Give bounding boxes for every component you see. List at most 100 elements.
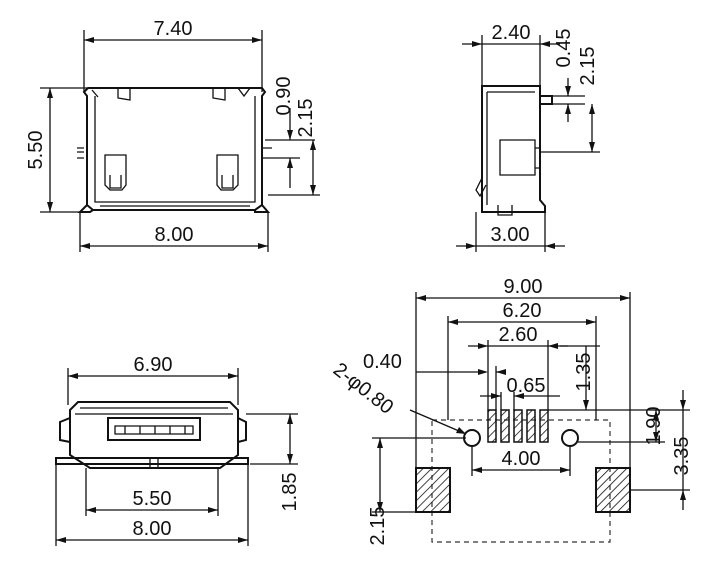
top-notch-left — [91, 89, 99, 98]
side-dim-width-top: 2.40 — [492, 22, 531, 44]
dim-right-b: 2.15 — [295, 99, 317, 138]
side-latch-window — [499, 139, 536, 176]
hole-leader-line — [409, 409, 467, 435]
arrowhead — [491, 393, 501, 399]
arrowhead — [84, 37, 94, 43]
arrowhead — [448, 319, 458, 325]
pin-5 — [539, 409, 549, 443]
front-contacts — [124, 426, 186, 434]
side-post — [497, 205, 513, 216]
arrowhead — [310, 185, 316, 195]
arrowhead — [228, 373, 238, 379]
side-view: 2.40 0.45 2.15 3.00 — [456, 22, 600, 252]
side-pin-right — [262, 147, 272, 159]
arrowhead — [47, 202, 53, 212]
arrowhead — [583, 400, 589, 410]
latch-cutout-right — [216, 154, 239, 191]
connector-inner-outline — [94, 96, 256, 203]
arrowhead — [565, 104, 571, 114]
top-tab-left — [117, 88, 131, 101]
front-receptacle — [107, 417, 201, 441]
arrowhead — [586, 319, 596, 325]
arrowhead — [238, 537, 248, 543]
front-shell-inner — [75, 407, 233, 415]
foot-right — [254, 204, 271, 213]
top-notch-right — [237, 87, 251, 98]
arrowhead — [68, 373, 78, 379]
arrowhead — [377, 438, 383, 448]
pin-1 — [487, 409, 497, 443]
arrowhead — [208, 507, 218, 513]
front-shell-outline — [69, 401, 239, 469]
arrowhead — [620, 295, 630, 301]
front-tongue — [114, 425, 194, 435]
arrowhead — [416, 295, 426, 301]
side-pin-tab — [540, 95, 553, 105]
pin-3 — [513, 409, 523, 443]
side-latch-tab — [535, 147, 541, 169]
front-dim-width-mid: 5.50 — [133, 488, 172, 510]
fp-pin-span: 2.60 — [499, 324, 538, 346]
front-side-tab-right — [237, 417, 247, 443]
mounting-pad-left — [415, 467, 451, 513]
arrowhead — [86, 507, 96, 513]
fp-pin-pitch: 0.65 — [507, 375, 546, 397]
arrowhead — [478, 369, 488, 375]
latch-inner-left — [109, 175, 122, 189]
arrowhead — [466, 243, 476, 249]
front-dim-width-top: 6.90 — [134, 354, 173, 376]
fp-pad-height: 2.15 — [367, 507, 389, 546]
arrowhead — [472, 467, 482, 473]
front-side-tab-left — [59, 416, 71, 444]
latch-inner-right — [221, 175, 234, 189]
dim-height-left: 5.50 — [25, 131, 47, 170]
arrowhead — [545, 243, 555, 249]
latch-cutout-left — [104, 154, 127, 191]
front-center-post — [149, 458, 159, 468]
arrowhead — [540, 41, 550, 47]
top-left-view: 7.40 5.50 0.90 2.15 8.00 — [25, 18, 320, 252]
arrowhead — [47, 88, 53, 98]
front-dim-height: 1.85 — [279, 473, 301, 512]
arrowhead — [680, 400, 686, 410]
arrowhead — [514, 393, 524, 399]
fp-dim-190: 1.90 — [643, 407, 665, 446]
foot-left — [77, 204, 94, 213]
dim-width-top: 7.40 — [154, 18, 193, 40]
side-dim-width-bottom: 3.00 — [491, 224, 530, 246]
side-pin-left — [77, 147, 84, 159]
fp-hole-spacing: 4.00 — [502, 448, 541, 470]
arrowhead — [560, 467, 570, 473]
dim-right-a: 0.90 — [273, 77, 295, 116]
arrowhead — [252, 37, 262, 43]
arrowhead — [80, 243, 90, 249]
fp-pin-width: 0.40 — [363, 351, 402, 373]
arrowhead — [589, 104, 595, 114]
pin-2 — [500, 409, 510, 443]
locating-hole-left — [463, 429, 481, 447]
arrowhead — [56, 537, 66, 543]
arrowhead — [565, 86, 571, 96]
side-dim-a: 0.45 — [553, 29, 575, 68]
arrowhead — [589, 142, 595, 152]
fp-pad-spacing: 6.20 — [503, 300, 542, 322]
arrowhead — [287, 158, 293, 168]
arrowhead — [287, 414, 293, 424]
arrowhead — [653, 410, 659, 420]
arrowhead — [310, 140, 316, 150]
connector-body-outline — [82, 87, 267, 211]
fp-dim-335: 3.35 — [671, 437, 693, 476]
arrowhead — [478, 343, 488, 349]
arrowhead — [258, 243, 268, 249]
front-view: 6.90 1.85 5.50 8.00 — [55, 354, 301, 546]
arrowhead — [680, 490, 686, 500]
fp-dim-135: 1.35 — [573, 353, 595, 392]
arrowhead — [472, 41, 482, 47]
top-tab-right — [212, 88, 226, 101]
side-dim-b: 2.15 — [577, 47, 599, 86]
pin-4 — [526, 409, 536, 443]
mounting-pad-right — [595, 467, 631, 513]
front-dim-width-bottom: 8.00 — [133, 518, 172, 540]
side-hook — [475, 177, 487, 198]
